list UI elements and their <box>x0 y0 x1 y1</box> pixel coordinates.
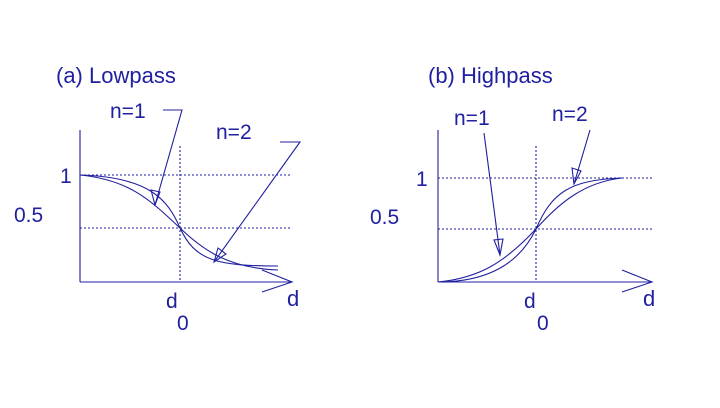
highpass-pointer-n1-head <box>493 238 504 257</box>
highpass-pointer-n2-head <box>571 167 582 186</box>
lowpass-curve-label-n1: n=1 <box>110 100 146 123</box>
highpass-panel <box>437 129 654 293</box>
lowpass-curve-n1 <box>79 174 279 271</box>
highpass-label-half: 0.5 <box>370 206 399 229</box>
lowpass-title: (a) Lowpass <box>56 63 176 88</box>
lowpass-pointer-n2-head <box>213 247 227 264</box>
highpass-d0-d: d <box>524 290 536 313</box>
highpass-curve-n1 <box>437 177 623 283</box>
highpass-pointer-n1 <box>483 132 501 256</box>
highpass-pointer-n2 <box>573 129 591 185</box>
highpass-curve-label-n2: n=2 <box>552 103 588 126</box>
highpass-curve-n2 <box>437 177 623 283</box>
lowpass-d0-d: d <box>166 290 178 313</box>
highpass-d0-sub: 0 <box>537 312 549 335</box>
lowpass-x-arrowhead <box>261 269 294 293</box>
lowpass-curve-label-n2: n=2 <box>216 121 252 144</box>
lowpass-pointer-n1-head <box>150 189 161 207</box>
lowpass-pointer-n2 <box>213 141 302 263</box>
lowpass-label-half: 0.5 <box>14 204 43 227</box>
lowpass-panel <box>79 109 302 293</box>
lowpass-curve-n2 <box>79 174 279 267</box>
highpass-axis-label: d <box>643 286 655 311</box>
highpass-x-arrowhead <box>621 269 654 293</box>
lowpass-label-one: 1 <box>60 165 72 188</box>
lowpass-d0-sub: 0 <box>177 312 189 335</box>
lowpass-pointer-n1 <box>154 109 183 206</box>
highpass-curve-label-n1: n=1 <box>454 107 490 130</box>
lowpass-axis-label: d <box>287 286 299 311</box>
highpass-label-one: 1 <box>416 168 428 191</box>
highpass-title: (b) Highpass <box>428 63 553 88</box>
